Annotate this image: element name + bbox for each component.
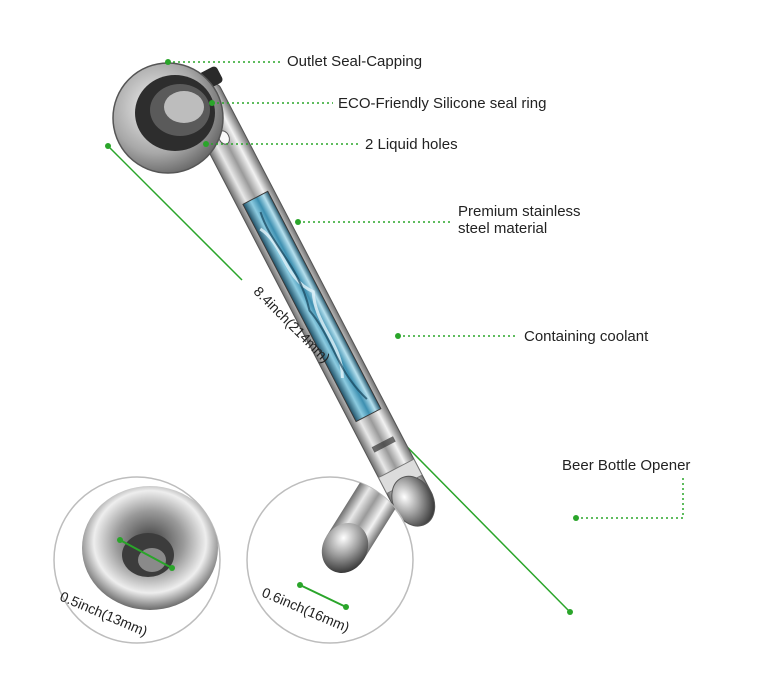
callout-steel-line2: steel material [458,220,548,237]
outlet-seal-cap [112,62,224,174]
callout-opener: Beer Bottle Opener [562,457,691,474]
callout-coolant: Containing coolant [524,328,649,345]
cap-detail-circle [53,476,221,644]
callout-leaders [168,61,684,519]
callout-liquid-holes: 2 Liquid holes [365,136,458,153]
tip-detail-circle [246,476,414,644]
callout-dots [165,59,579,521]
callout-steel-line1: Premium stainless [458,203,581,220]
callout-seal-ring: ECO-Friendly Silicone seal ring [338,95,547,112]
callout-outlet-seal: Outlet Seal-Capping [287,53,423,70]
